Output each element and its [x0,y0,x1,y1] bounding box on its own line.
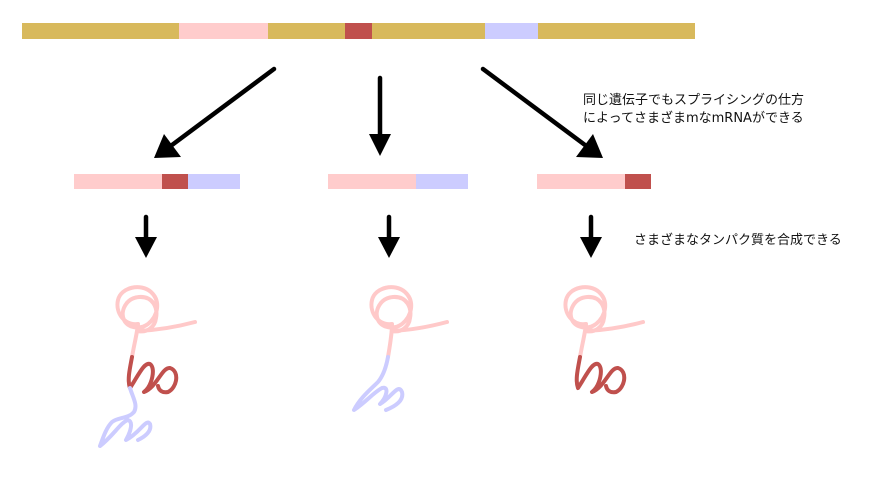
exon-red-segment [625,174,651,189]
exon-pink-segment [537,174,625,189]
translation-arrow-1 [135,214,157,258]
exon-blue-segment [416,174,468,189]
protein-note: さまざまなタンパク質を合成できる [634,233,842,248]
splicing-note: 同じ遺伝子でもスプライシングの仕方 によってさまざまmなmRNAができる [583,93,805,126]
exon-pink-segment [328,174,416,189]
protein-domain-red [126,355,179,395]
protein-domain-pink [563,285,645,359]
protein-domain-red [574,355,627,395]
intron-segment [372,23,485,39]
exon-red-segment [162,174,188,189]
exon-red-segment [345,23,372,39]
translation-arrow-2 [378,214,400,258]
protein-1 [98,285,197,448]
splicing-arrow-center [369,75,391,156]
splicing-arrow-left [154,66,277,158]
protein-domain-pink [115,285,197,359]
protein-domain-pink [369,285,449,359]
protein-domain-blue [352,355,405,412]
intron-segment [22,23,179,39]
translation-arrow-3 [580,214,602,258]
intron-segment [538,23,695,39]
protein-domain-blue [98,386,153,448]
exon-blue-segment [485,23,538,39]
protein-3 [563,285,645,395]
exon-pink-segment [74,174,162,189]
exon-pink-segment [179,23,268,39]
splicing-arrow-right [480,66,603,158]
exon-blue-segment [188,174,240,189]
protein-2 [352,285,449,412]
intron-segment [268,23,345,39]
